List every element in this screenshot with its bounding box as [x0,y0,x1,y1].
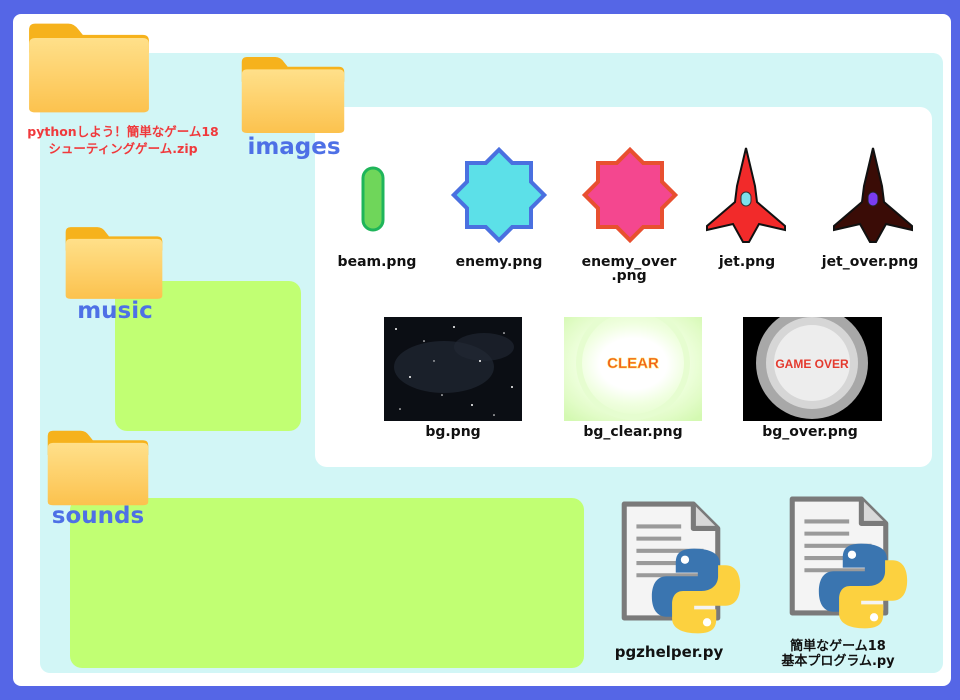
game-over-text: GAME OVER [775,357,849,371]
enemy-label: enemy.png [455,254,543,270]
beam-image[interactable] [360,166,386,232]
sounds-folder-icon[interactable] [46,426,150,510]
bg-over-label: bg_over.png [762,424,858,440]
bg-clear-image[interactable]: CLEAR [564,317,702,421]
enemy-image[interactable] [450,146,548,244]
images-folder-label: images [247,134,341,160]
main-program-label-line2: 基本プログラム.py [781,654,895,669]
zip-folder-icon[interactable] [27,18,151,118]
sounds-folder-label: sounds [51,503,145,529]
jet-over-label: jet_over.png [821,254,919,270]
enemy-over-label-line1: enemy_over [581,254,677,270]
bg-over-image[interactable]: GAME OVER [743,317,882,421]
music-folder-label: music [77,298,153,324]
bg-clear-label: bg_clear.png [583,424,683,440]
main-program-label: 簡単なゲーム18 基本プログラム.py [758,639,918,669]
enemy-over-image[interactable] [581,146,679,244]
beam-label: beam.png [337,254,417,270]
pgzhelper-label: pgzhelper.py [614,643,724,661]
enemy-over-label: enemy_over .png [564,255,694,283]
images-folder-icon[interactable] [240,52,346,138]
main-program-label-line1: 簡単なゲーム18 [790,639,886,654]
zip-name-line1: pythonしよう！簡単なゲーム18 [27,124,219,139]
zip-name-line2: シューティングゲーム.zip [48,141,198,156]
clear-text: CLEAR [607,355,659,372]
main-program-python-icon [817,540,909,632]
jet-over-image[interactable] [832,146,914,244]
jet-image[interactable] [705,146,787,244]
zip-folder-label: pythonしよう！簡単なゲーム18 シューティングゲーム.zip [3,123,243,157]
sounds-folder-contents [70,498,584,668]
music-folder-icon[interactable] [64,222,164,304]
bg-label: bg.png [425,424,481,440]
enemy-over-label-line2: .png [611,268,647,284]
bg-image[interactable] [384,317,522,421]
jet-label: jet.png [718,254,776,270]
pgzhelper-python-icon [650,545,742,637]
music-folder-contents [115,281,301,431]
